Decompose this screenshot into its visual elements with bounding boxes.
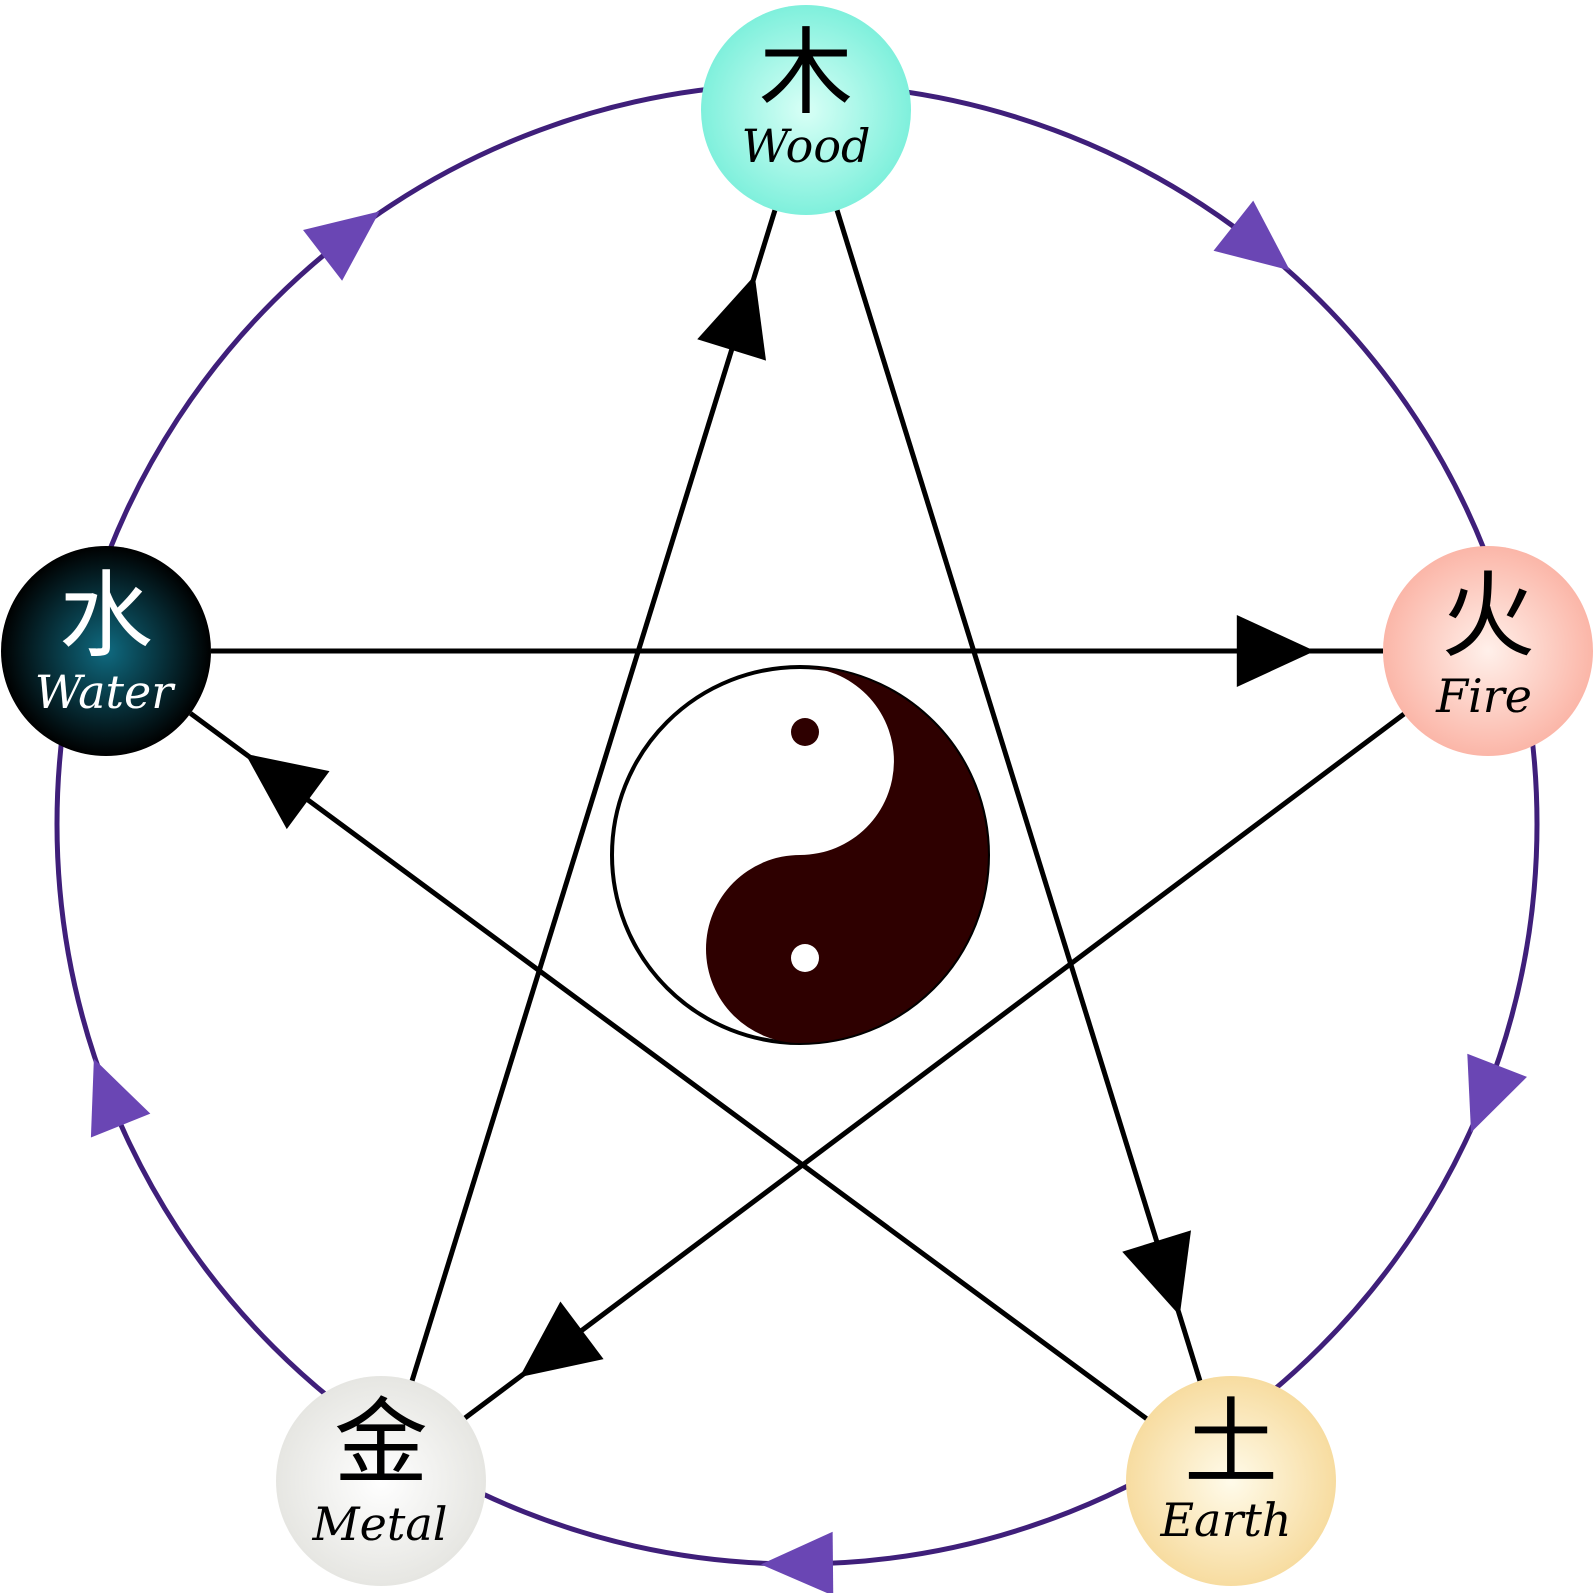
node-water-disc [1, 546, 211, 756]
node-water-hanzi: 水 [59, 562, 153, 671]
generating-arrow-wood-to-fire [1213, 200, 1290, 271]
overcoming-arrow-fire-to-metal [519, 1301, 604, 1378]
node-fire-disc [1383, 546, 1593, 756]
node-earth-disc [1126, 1376, 1336, 1586]
node-metal-label: Metal [312, 1497, 448, 1551]
node-water-label: Water [35, 665, 176, 719]
generating-cycle-arrows [90, 200, 1527, 1593]
node-wood-hanzi: 木 [759, 19, 853, 128]
node-earth: 土 Earth [1126, 1376, 1336, 1586]
overcoming-arrow-water-to-fire [1236, 615, 1315, 687]
generating-arrow-metal-to-water [90, 1058, 151, 1138]
generating-arrow-earth-to-metal [760, 1531, 834, 1593]
yin-yang-light-dot [791, 944, 819, 972]
overcoming-line-metal-to-wood [409, 209, 778, 1382]
node-earth-hanzi: 土 [1184, 1389, 1278, 1498]
node-water: 水 Water [1, 546, 211, 756]
overcoming-line-fire-to-metal [463, 711, 1406, 1421]
overcoming-line-earth-to-water [189, 711, 1148, 1421]
yin-yang-symbol [610, 665, 990, 1045]
generating-arrow-water-to-wood [303, 211, 380, 281]
node-metal-disc [276, 1376, 486, 1586]
yin-yang-dark-half [706, 667, 988, 1043]
node-wood-label: Wood [742, 119, 871, 173]
node-earth-label: Earth [1159, 1493, 1291, 1547]
yin-yang-dark-dot [791, 718, 819, 746]
overcoming-arrow-wood-to-earth [1122, 1230, 1192, 1316]
node-wood-disc [701, 5, 911, 215]
node-fire: 火 Fire [1383, 546, 1593, 756]
generating-arrow-fire-to-earth [1467, 1053, 1527, 1133]
overcoming-arrow-metal-to-wood [697, 275, 767, 361]
overcoming-line-wood-to-earth [834, 209, 1203, 1382]
overcoming-cycle-star [189, 209, 1406, 1421]
node-fire-label: Fire [1435, 669, 1532, 723]
node-wood: 木 Wood [701, 5, 911, 215]
node-metal-hanzi: 金 [334, 1389, 428, 1498]
overcoming-arrow-earth-to-water [245, 753, 330, 830]
node-fire-hanzi: 火 [1441, 562, 1535, 671]
node-metal: 金 Metal [276, 1376, 486, 1586]
